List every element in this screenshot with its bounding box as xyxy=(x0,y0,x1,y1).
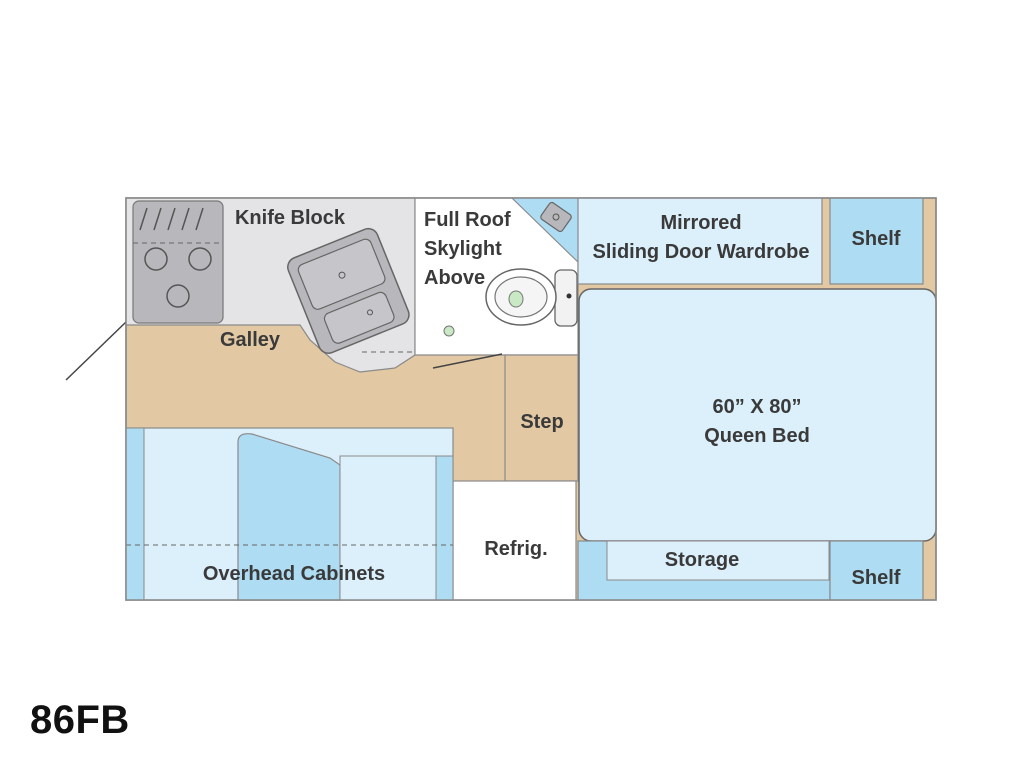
knife-block-label: Knife Block xyxy=(235,207,346,229)
skylight-label-2: Skylight xyxy=(424,238,502,260)
step-area xyxy=(504,354,579,482)
shelf-top-label: Shelf xyxy=(852,228,901,250)
cooktop-vent-icon xyxy=(139,207,204,231)
toilet-icon xyxy=(485,268,578,327)
step-label: Step xyxy=(520,411,563,433)
shelf-bottom-area xyxy=(829,540,924,601)
bathroom-sink-icon xyxy=(540,201,572,233)
galley-label: Galley xyxy=(220,329,281,351)
storage-area xyxy=(606,540,830,581)
refrigerator xyxy=(452,480,577,601)
cooktop xyxy=(132,200,224,324)
wardrobe-label-2: Sliding Door Wardrobe xyxy=(592,241,809,263)
entry-door-line xyxy=(65,321,127,381)
burner-icon xyxy=(144,247,212,308)
storage-label: Storage xyxy=(665,549,739,571)
refrig-label: Refrig. xyxy=(484,538,547,560)
wardrobe xyxy=(577,197,823,285)
bathroom-door-line xyxy=(432,353,503,369)
drain-icon xyxy=(443,325,455,337)
wardrobe-label-1: Mirrored xyxy=(660,212,741,234)
overhead-cabinets-label: Overhead Cabinets xyxy=(203,563,385,585)
skylight-label-1: Full Roof xyxy=(424,209,511,231)
skylight-label-3: Above xyxy=(424,267,485,289)
shelf-top-area xyxy=(829,197,924,285)
sink-icon xyxy=(287,227,410,354)
shelf-bottom-label: Shelf xyxy=(852,567,901,589)
bed-size-label: 60” X 80” xyxy=(713,396,802,418)
model-name: 86FB xyxy=(30,698,130,742)
bed-name-label: Queen Bed xyxy=(704,425,810,447)
